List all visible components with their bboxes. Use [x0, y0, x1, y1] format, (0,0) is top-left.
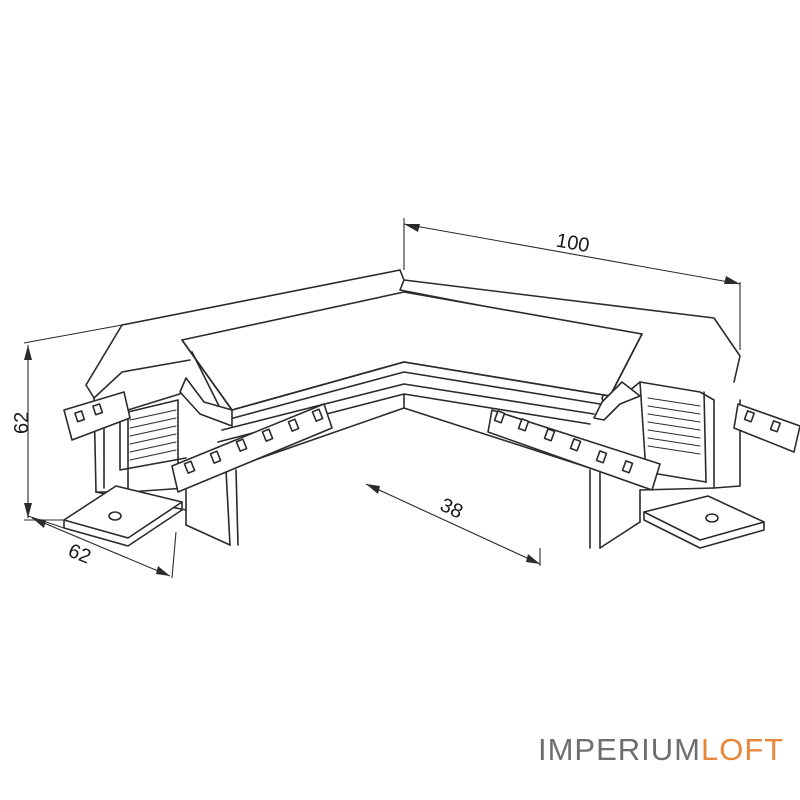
- pin-strip-right-outer: [733, 403, 800, 453]
- mounting-plate-left: [63, 485, 183, 547]
- dimension-inner-length: 38: [365, 483, 541, 566]
- logo-text-imperium: IMPERIUM: [538, 732, 701, 767]
- pin-strip-right-inner: [487, 409, 661, 491]
- mounting-plate-right: [643, 495, 765, 549]
- dimension-label-height: 62: [11, 412, 33, 434]
- dimension-height: 62: [11, 324, 123, 521]
- logo-text-loft: LOFT: [701, 732, 785, 767]
- dimension-top-length: 100: [403, 218, 741, 350]
- pin-strip-left-inner: [171, 403, 333, 493]
- front-walls: [185, 393, 641, 549]
- dimension-label-depth: 62: [65, 540, 94, 569]
- brand-logo: IMPERIUMLOFT: [538, 732, 784, 768]
- dimension-label-top-length: 100: [554, 230, 591, 257]
- pin-strip-left-outer: [63, 391, 131, 441]
